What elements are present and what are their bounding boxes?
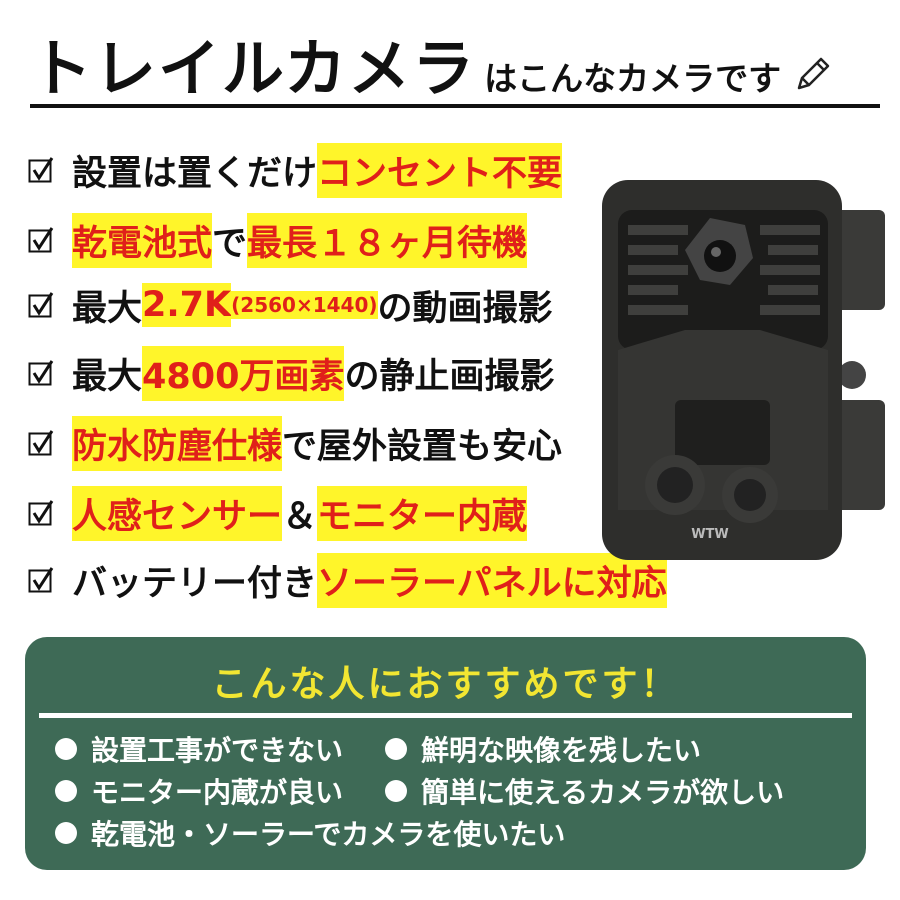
recommend-text: 設置工事ができない	[91, 734, 344, 767]
bullet-icon	[55, 822, 77, 844]
feature-text: 最大	[72, 356, 143, 397]
checkbox-checked-icon	[28, 567, 54, 593]
feature-text: バッテリー付き	[72, 563, 318, 604]
bullet-icon	[55, 738, 77, 760]
checkbox-checked-icon	[28, 227, 54, 253]
feature-text: で	[212, 223, 248, 264]
bullet-icon	[385, 780, 407, 802]
panel-divider	[39, 713, 852, 718]
recommend-item: 乾電池・ソーラーでカメラを使いたい	[55, 813, 565, 853]
title-sub: はこんなカメラです	[484, 59, 782, 98]
recommend-item: 設置工事ができない	[55, 729, 343, 769]
title-divider	[30, 104, 880, 108]
checkbox-checked-icon	[28, 157, 54, 183]
title-main: トレイルカメラ	[30, 32, 477, 105]
feature-highlight: 4800万画素	[142, 345, 345, 401]
recommendation-title: こんな人におすすめです！	[211, 664, 680, 705]
feature-item: バッテリー付きソーラーパネルに対応	[28, 552, 667, 608]
recommend-text: 鮮明な映像を残したい	[421, 734, 702, 767]
recommend-item: 簡単に使えるカメラが欲しい	[385, 771, 784, 811]
trail-camera-image: WTW	[602, 180, 885, 560]
checkbox-checked-icon	[28, 430, 54, 456]
recommend-text: 乾電池・ソーラーでカメラを使いたい	[91, 818, 566, 851]
feature-text: で屋外設置も安心	[282, 426, 563, 467]
checkbox-checked-icon	[28, 292, 54, 318]
bullet-icon	[55, 780, 77, 802]
feature-highlight: モニター内蔵	[317, 485, 528, 541]
feature-highlight: ソーラーパネルに対応	[317, 552, 667, 608]
feature-highlight: コンセント不要	[317, 142, 563, 198]
feature-highlight: 最長１８ヶ月待機	[247, 212, 528, 268]
feature-highlight: 人感センサー	[72, 485, 283, 541]
feature-item: 人感センサー＆モニター内蔵	[28, 485, 528, 541]
recommend-item: モニター内蔵が良い	[55, 771, 343, 811]
pencil-icon	[797, 57, 829, 90]
checkbox-checked-icon	[28, 500, 54, 526]
feature-highlight: 乾電池式	[72, 212, 213, 268]
recommendation-panel: こんな人におすすめです！ 設置工事ができない 鮮明な映像を残したい モニター内蔵…	[25, 637, 866, 870]
feature-highlight: 2.7K	[142, 283, 232, 327]
feature-highlight: 防水防塵仕様	[72, 415, 283, 471]
feature-text: ＆	[282, 496, 318, 537]
camera-brand: WTW	[691, 527, 729, 542]
feature-item: 防水防塵仕様で屋外設置も安心	[28, 415, 563, 471]
page-title: トレイルカメラはこんなカメラです	[30, 18, 833, 108]
bullet-icon	[385, 738, 407, 760]
recommend-text: モニター内蔵が良い	[91, 776, 344, 809]
feature-text: の動画撮影	[377, 288, 553, 329]
feature-item: 乾電池式で最長１８ヶ月待機	[28, 212, 528, 268]
recommend-item: 鮮明な映像を残したい	[385, 729, 701, 769]
feature-text: の静止画撮影	[344, 356, 555, 397]
checkbox-checked-icon	[28, 360, 54, 386]
feature-text: 設置は置くだけ	[72, 153, 318, 194]
feature-highlight: (2560×1440)	[231, 291, 378, 319]
feature-text: 最大	[72, 288, 143, 329]
recommend-text: 簡単に使えるカメラが欲しい	[421, 776, 785, 809]
feature-item: 設置は置くだけコンセント不要	[28, 142, 563, 198]
